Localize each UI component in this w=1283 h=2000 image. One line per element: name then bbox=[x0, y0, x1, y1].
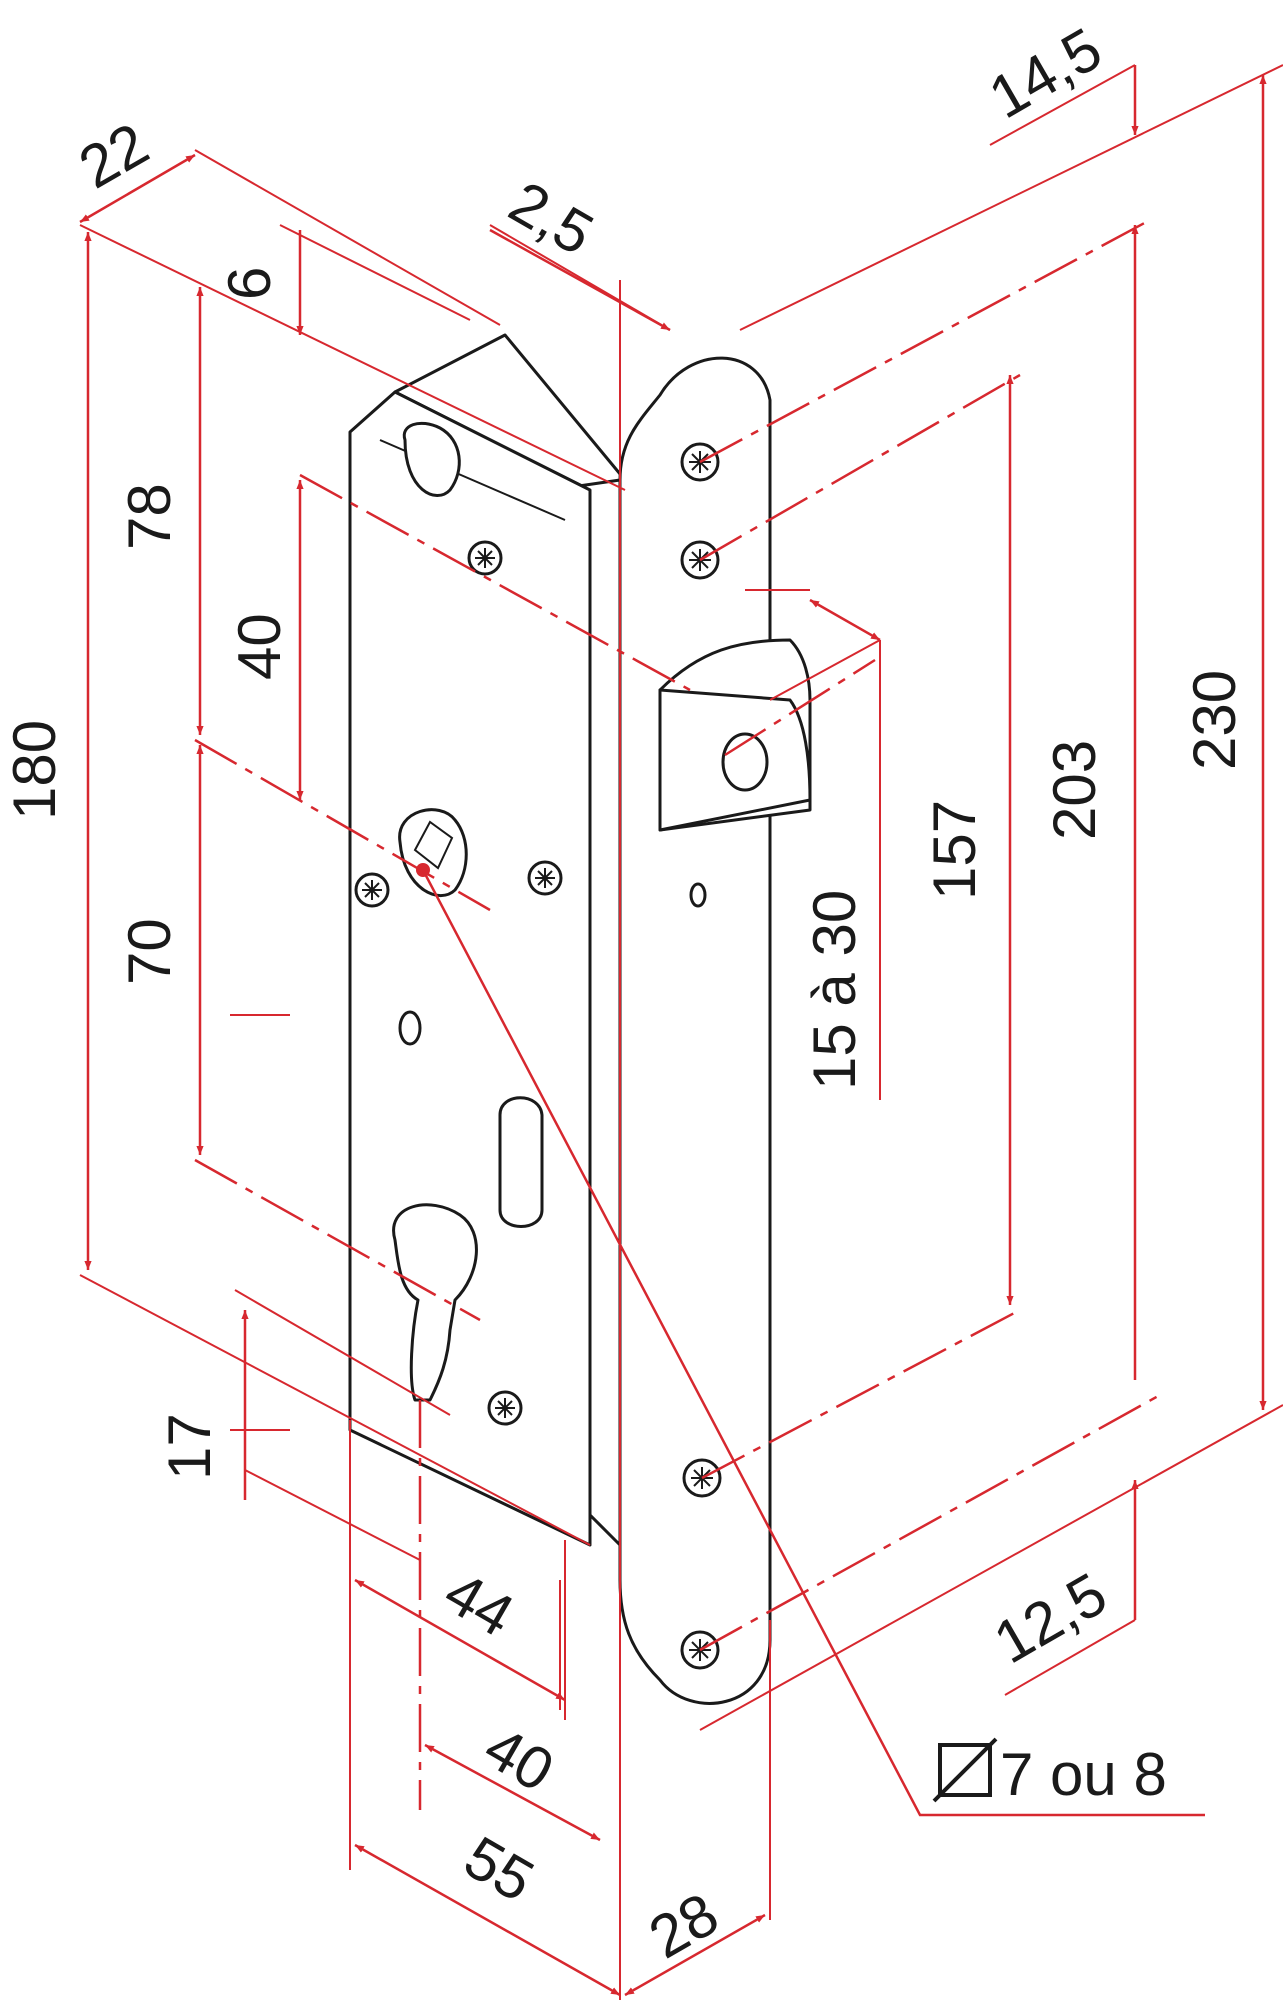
dim-label-180: 180 bbox=[1, 720, 68, 820]
dim-label-6: 6 bbox=[216, 267, 283, 300]
dim-label-40-vertical: 40 bbox=[226, 613, 293, 680]
latch-bolt bbox=[658, 638, 812, 832]
dim-label-230: 230 bbox=[1181, 670, 1248, 770]
dim-line-15-a-30 bbox=[809, 598, 881, 642]
centerline bbox=[724, 658, 876, 757]
cam-slot bbox=[498, 1096, 544, 1228]
hole-diameter-label: 7 ou 8 bbox=[1000, 1741, 1167, 1808]
dimension-lines bbox=[79, 64, 1283, 2000]
ext-line bbox=[194, 149, 501, 326]
dim-label-15-a-30: 15 à 30 bbox=[801, 890, 868, 1090]
diameter-symbol-icon bbox=[932, 1737, 998, 1803]
dim-label-70: 70 bbox=[116, 918, 183, 985]
dim-label-55: 55 bbox=[454, 1823, 545, 1914]
ext-line bbox=[769, 639, 881, 701]
centerline bbox=[699, 1393, 1161, 1652]
centerline bbox=[194, 1158, 481, 1322]
ext-line bbox=[279, 224, 471, 321]
ext-line bbox=[699, 1404, 1283, 1731]
case-screw-4 bbox=[487, 1390, 523, 1426]
centerline bbox=[699, 373, 1021, 562]
ext-line bbox=[79, 1274, 591, 1546]
dim-label-78: 78 bbox=[116, 483, 183, 550]
dim-label-28: 28 bbox=[638, 1880, 729, 1971]
ext-line bbox=[79, 224, 626, 491]
upper-notch bbox=[402, 421, 461, 497]
lock-body bbox=[348, 333, 812, 1705]
forend-small-hole bbox=[689, 882, 707, 908]
cylinder-hole bbox=[392, 1203, 478, 1402]
small-hole bbox=[398, 1010, 422, 1046]
centerline bbox=[699, 218, 1151, 464]
centerline bbox=[701, 1308, 1021, 1480]
dim-line-55 bbox=[354, 1843, 621, 1997]
ext-line bbox=[989, 64, 1136, 146]
dim-label-44: 44 bbox=[434, 1558, 525, 1649]
dim-line-28 bbox=[624, 1913, 766, 1997]
centerline bbox=[194, 738, 491, 912]
follower-square bbox=[398, 808, 468, 898]
case-screw-1 bbox=[467, 540, 503, 576]
dim-label-157: 157 bbox=[921, 800, 988, 900]
ext-line bbox=[244, 1469, 421, 1561]
dim-label-2-5: 2,5 bbox=[499, 168, 605, 268]
diameter-leader bbox=[421, 869, 1205, 1817]
case-screw-2 bbox=[354, 872, 390, 908]
ext-line bbox=[1004, 1619, 1136, 1696]
ext-line bbox=[739, 64, 1283, 331]
dim-line-22 bbox=[79, 153, 196, 224]
dim-label-40-horizontal: 40 bbox=[474, 1713, 565, 1804]
ext-line bbox=[234, 1289, 451, 1416]
dim-line-40-horizontal bbox=[424, 1743, 601, 1842]
case-screw-3 bbox=[527, 860, 563, 896]
dim-line-2-5 bbox=[489, 228, 671, 332]
dim-label-203: 203 bbox=[1041, 740, 1108, 840]
dim-label-17: 17 bbox=[156, 1413, 223, 1480]
dim-label-22: 22 bbox=[68, 110, 159, 201]
dim-label-12-5: 12,5 bbox=[983, 1560, 1118, 1676]
dim-line-44 bbox=[354, 1578, 566, 1702]
